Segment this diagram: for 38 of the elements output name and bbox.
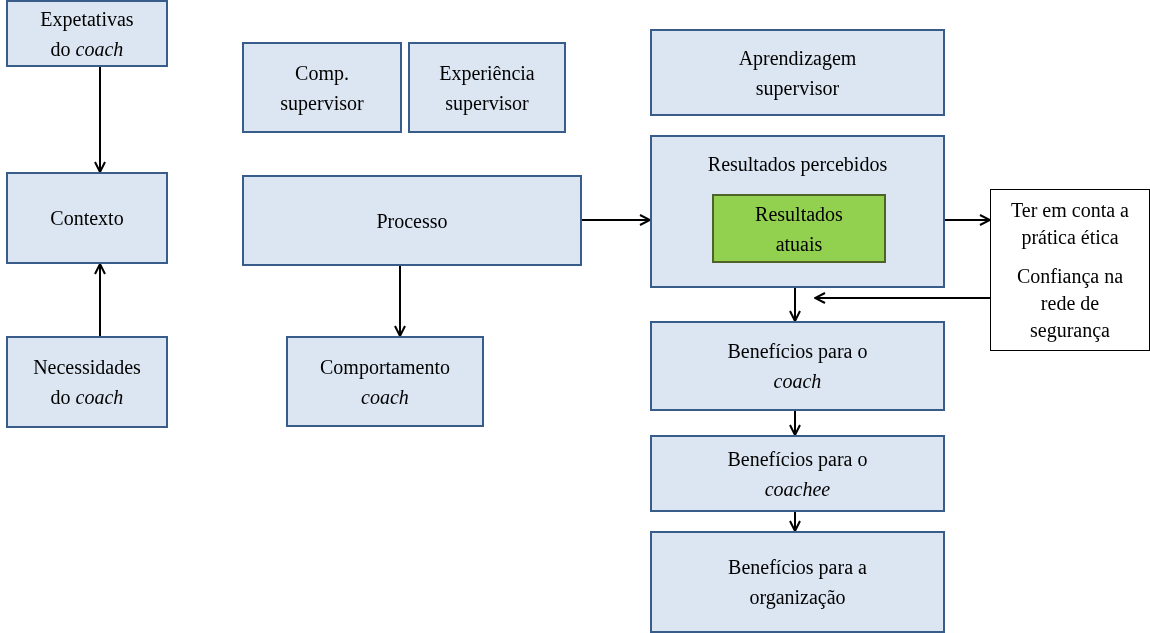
arrow: [94, 66, 106, 173]
box-label: Benefícios para o coach: [726, 339, 869, 394]
note-box: [990, 189, 1150, 351]
box-label: Comportamento coach: [319, 354, 451, 410]
process-box: [650, 29, 945, 116]
process-box: [242, 175, 582, 266]
arrow: [944, 214, 991, 226]
process-box: [650, 531, 945, 633]
process-box: [6, 172, 168, 264]
process-box: [6, 336, 168, 428]
process-box: [242, 42, 402, 133]
arrow: [789, 410, 801, 436]
process-box: [286, 336, 484, 427]
box-label: Aprendizagem supervisor: [737, 45, 858, 102]
box-label: Ter em conta a prática ética: [1010, 197, 1130, 251]
arrow: [94, 263, 106, 337]
arrow: [814, 292, 991, 304]
box-label: Benefícios para o coachee: [726, 446, 869, 502]
box-label: Expetativas do coach: [39, 6, 135, 62]
process-box: [650, 435, 945, 512]
arrow: [789, 287, 801, 322]
box-label: Confiança na rede de segurança: [1015, 263, 1125, 344]
arrow: [581, 214, 651, 226]
box-label: Contexto: [49, 206, 125, 231]
box-label: Benefícios para a organização: [727, 555, 868, 611]
process-box: [650, 321, 945, 411]
box-label: Resultados atuais: [754, 201, 844, 257]
box-label: Necessidades do coach: [32, 355, 142, 410]
arrow: [394, 265, 406, 337]
process-box: [408, 42, 566, 133]
box-label: Comp. supervisor: [279, 60, 365, 117]
box-label: Processo: [375, 208, 449, 234]
box-label: Experiência supervisor: [438, 60, 536, 117]
process-box: [6, 0, 168, 67]
arrow: [789, 511, 801, 532]
process-box: [712, 194, 886, 263]
box-label: Resultados percebidos: [706, 152, 889, 178]
process-box: [650, 135, 945, 288]
